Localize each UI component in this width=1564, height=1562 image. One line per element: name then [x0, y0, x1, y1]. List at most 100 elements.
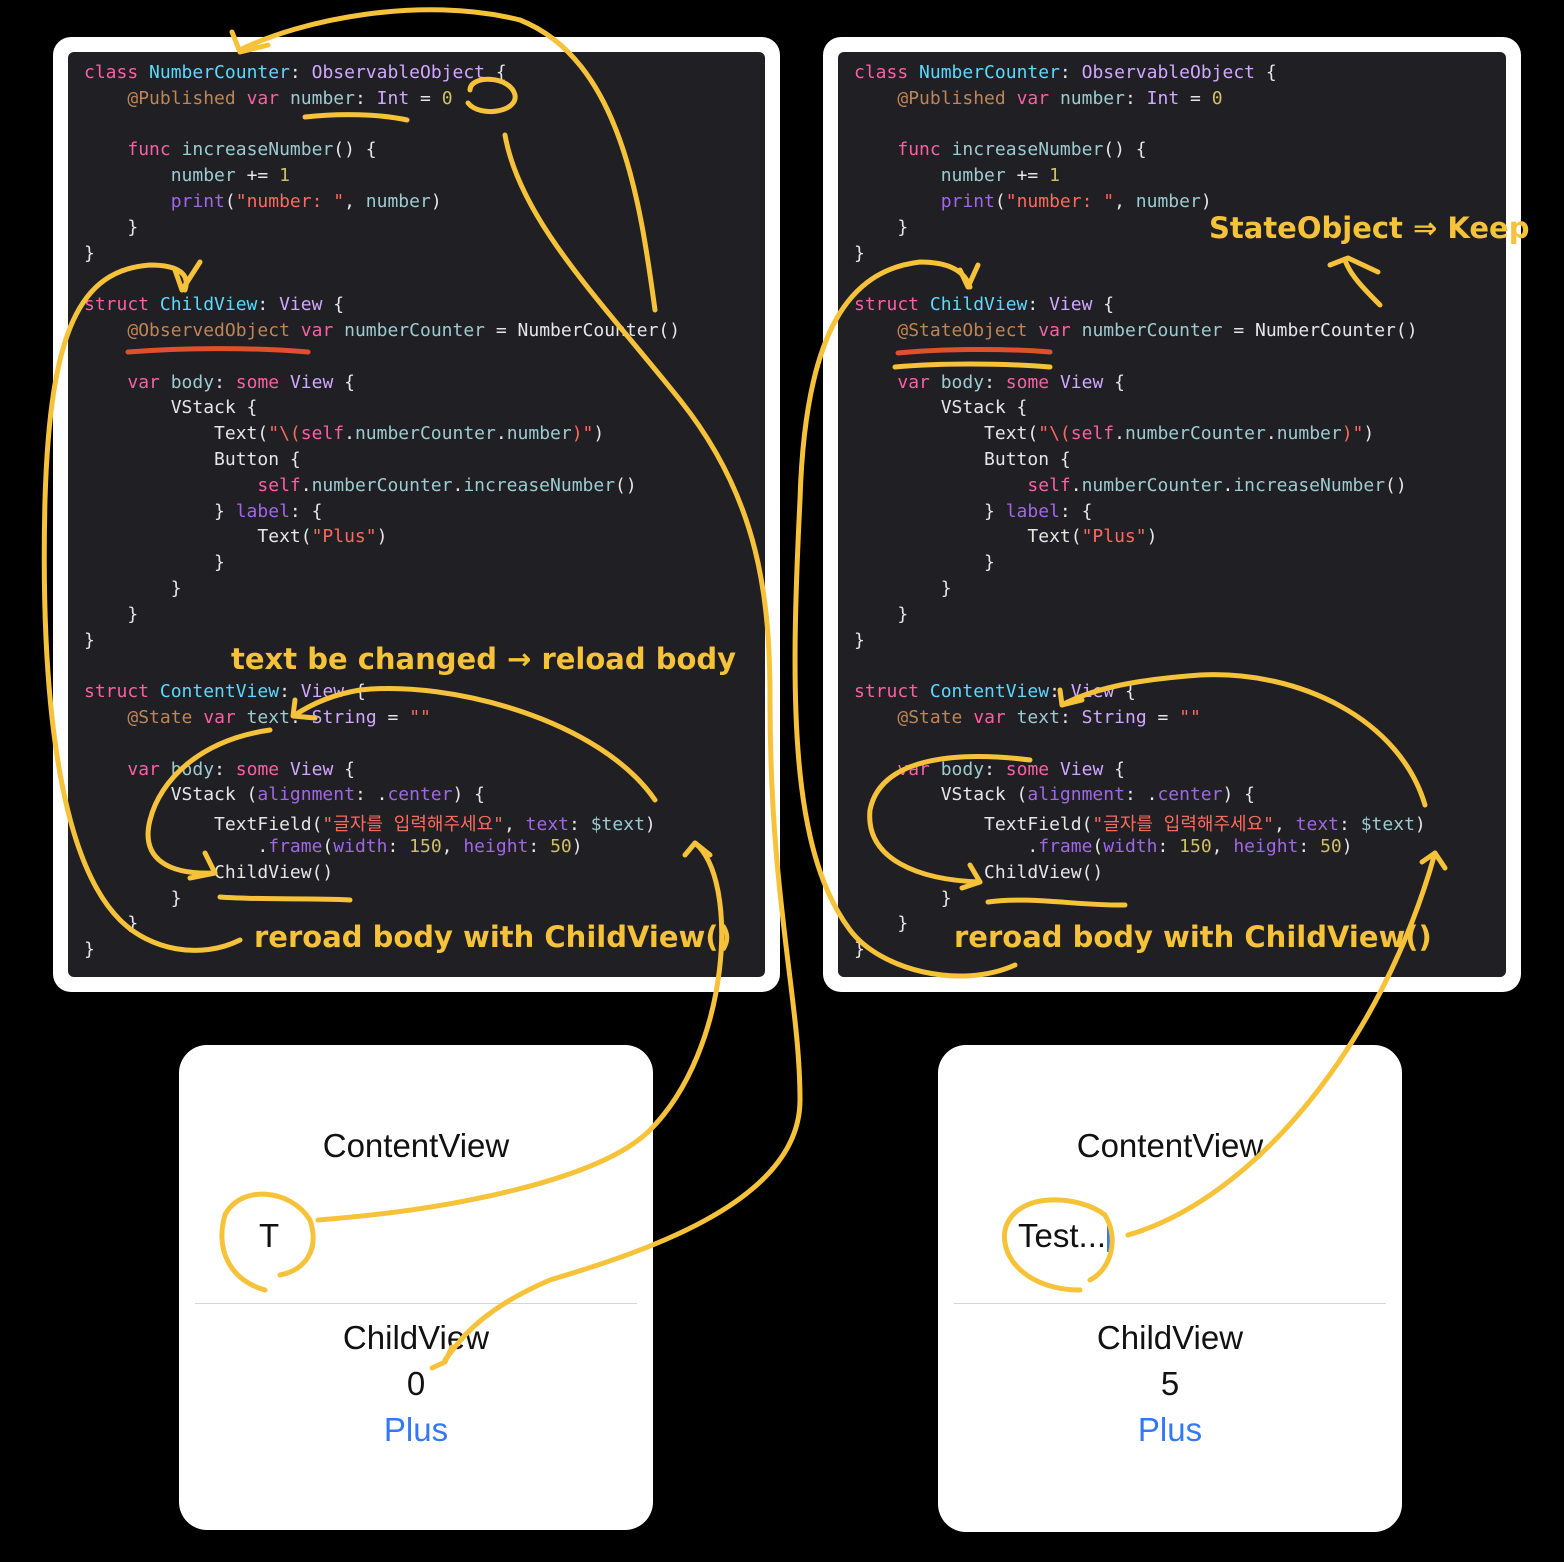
code-token	[962, 707, 973, 728]
code-token: 1	[1049, 165, 1060, 187]
code-token: width	[333, 836, 388, 857]
code-token	[236, 88, 247, 109]
code-token: ,	[344, 191, 366, 212]
code-token: :	[1339, 814, 1361, 836]
text-field[interactable]: Test...	[1018, 1217, 1111, 1255]
code-token: View	[1059, 371, 1104, 393]
code-token: increaseNumber	[463, 474, 616, 496]
simulator-preview-right: ContentView Test... ChildView 5 Plus	[938, 1045, 1402, 1532]
code-token: }	[854, 629, 865, 651]
code-token	[1049, 88, 1060, 109]
code-line: }	[84, 604, 138, 625]
code-token: }	[84, 629, 95, 651]
code-screenshot-observedobject: class NumberCounter: ObservableObject { …	[53, 37, 780, 992]
code-token: ,	[441, 836, 464, 857]
divider	[954, 1303, 1386, 1304]
code-token: self	[1027, 474, 1071, 496]
code-token: some	[235, 758, 280, 780]
code-token: :	[289, 707, 312, 728]
code-token: )"	[1341, 423, 1364, 445]
code-token: numberCounter	[344, 320, 486, 341]
code-token	[84, 759, 127, 780]
code-token: Button {	[84, 449, 301, 470]
code-token: }	[84, 578, 182, 599]
code-token: @ObservedObject	[127, 320, 290, 341]
code-token: ()	[615, 474, 637, 496]
code-token: var	[897, 758, 930, 780]
code-token: {	[1255, 62, 1277, 83]
code-token: ,	[1273, 814, 1296, 836]
code-token	[854, 139, 897, 160]
code-token: =	[1146, 707, 1180, 728]
code-token	[854, 88, 897, 109]
code-token: {	[344, 681, 366, 703]
code-token: : .	[354, 784, 388, 806]
plus-button[interactable]: Plus	[383, 1411, 449, 1448]
code-token: 150	[1179, 836, 1212, 857]
code-line: Text("\(self.numberCounter.number)")	[854, 423, 1374, 444]
code-token: =	[1179, 87, 1212, 109]
code-line: .frame(width: 150, height: 50)	[854, 836, 1352, 857]
code-token: NumberCounter	[919, 62, 1060, 83]
code-line: @Published var number: Int = 0	[84, 87, 452, 109]
code-line: Text("Plus")	[84, 526, 387, 547]
code-token: height	[463, 836, 529, 857]
code-token: TextField(	[854, 814, 1093, 836]
code-token	[84, 88, 127, 109]
code-line: }	[84, 939, 95, 960]
code-token	[1049, 759, 1060, 780]
code-token: number	[289, 87, 355, 109]
code-token: $text	[590, 814, 645, 836]
code-token: }	[84, 500, 236, 522]
code-token: :	[257, 294, 280, 316]
code-token: class	[84, 62, 150, 83]
code-token: }	[84, 887, 182, 909]
code-token: var	[897, 371, 930, 393]
code-token: :	[387, 836, 410, 857]
text-field[interactable]: T	[259, 1217, 279, 1255]
text-cursor	[1107, 1220, 1111, 1252]
code-line: }	[84, 913, 138, 934]
code-token: )	[571, 836, 583, 857]
code-token	[333, 320, 344, 341]
code-token: @StateObject	[897, 320, 1028, 341]
code-token: ""	[1179, 707, 1201, 728]
code-line: struct ChildView: View {	[854, 294, 1114, 315]
code-token: number	[1059, 87, 1125, 109]
code-token: View	[1070, 681, 1115, 703]
code-token: "\(	[268, 423, 301, 445]
plus-button[interactable]: Plus	[1137, 1411, 1203, 1448]
annotation-reload-child-right: reroad body with ChildView()	[954, 920, 1432, 954]
code-line: }	[84, 552, 225, 573]
code-token	[941, 139, 952, 160]
code-token: 50	[1320, 836, 1342, 857]
code-line: }	[84, 217, 138, 238]
code-line: Button {	[854, 449, 1071, 470]
code-line: number += 1	[854, 165, 1060, 186]
code-token: func	[127, 139, 171, 161]
code-token: :	[569, 814, 591, 836]
code-token: :	[214, 371, 236, 393]
code-token: VStack {	[854, 397, 1028, 419]
code-token	[854, 475, 1027, 496]
code-token: numberCounter	[354, 423, 496, 445]
divider	[195, 1303, 637, 1304]
code-token: :	[214, 758, 236, 780]
code-line: print("number: ", number)	[84, 191, 442, 212]
code-token: struct	[854, 294, 930, 316]
code-token: text	[525, 814, 570, 836]
code-token	[279, 372, 290, 393]
code-token: var	[1038, 320, 1071, 341]
code-token: }	[854, 500, 1006, 522]
code-token: numberCounter	[311, 474, 453, 496]
code-line: var body: some View {	[84, 759, 355, 780]
code-token: "Plus"	[311, 526, 377, 548]
code-token: alignment	[1027, 784, 1125, 806]
code-editor-dark: class NumberCounter: ObservableObject { …	[838, 52, 1506, 977]
code-line: func increaseNumber() {	[84, 139, 376, 161]
code-token: ()	[1385, 474, 1407, 496]
code-line: }	[84, 243, 95, 264]
code-token	[279, 759, 290, 780]
code-token: NumberCounter	[149, 62, 290, 83]
code-token: =	[376, 707, 410, 728]
